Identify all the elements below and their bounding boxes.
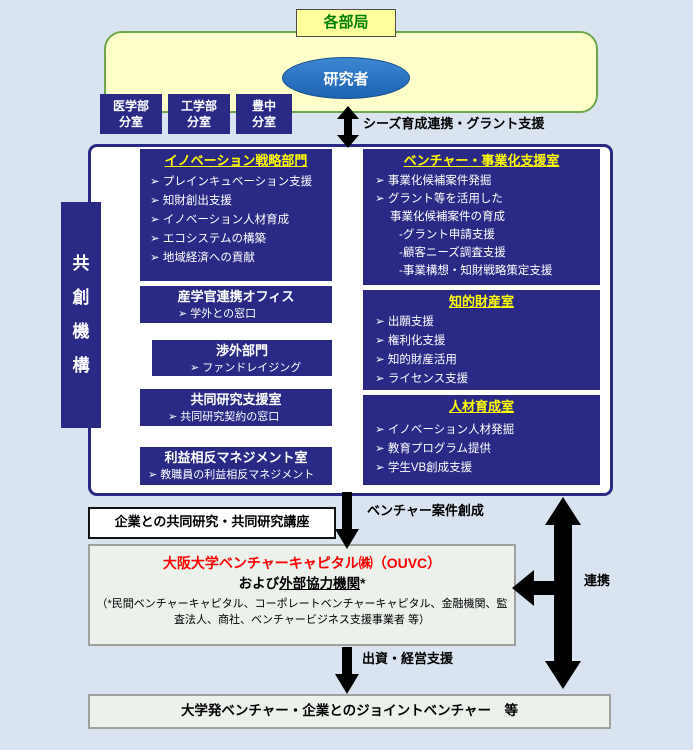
branch-office-toyonaka: 豊中 分室 <box>236 94 292 134</box>
ouvc-subtitle-asterisk: * <box>360 576 366 591</box>
unit-item: ➢ プレインキュベーション支援 <box>150 176 313 188</box>
ouvc-subtitle: および外部協力機関* <box>90 574 514 594</box>
cooperation-label: 連携 <box>584 572 610 589</box>
unit-title: 利益相反マネジメント室 <box>164 450 308 465</box>
unit-item: ➢ 共同研究契約の窓口 <box>168 411 280 423</box>
branch-office-medicine: 医学部 分室 <box>100 94 162 134</box>
unit-joint-research-support: 共同研究支援室 ➢ 共同研究契約の窓口 <box>140 389 332 426</box>
unit-intellectual-property: 知的財産室 ➢ 出願支援 ➢ 権利化支援 ➢ 知的財産活用 ➢ ライセンス支援 <box>363 290 600 390</box>
unit-title: 知的財産室 <box>448 294 514 309</box>
unit-title: 渉外部門 <box>215 343 268 358</box>
unit-title: 共同研究支援室 <box>190 392 282 407</box>
ouvc-subtitle-underlined: 外部協力機関 <box>279 576 361 591</box>
unit-item: ➢ 地域経済への貢献 <box>150 252 255 264</box>
unit-item: -顧客ニーズ調査支援 <box>399 247 506 259</box>
ouvc-link-arrow <box>512 570 566 611</box>
departments-label: 各部局 <box>296 9 396 37</box>
unit-item: ➢ 学生VB創成支援 <box>375 462 473 474</box>
ouvc-box: 大阪大学ベンチャーキャピタル㈱（OUVC） および外部協力機関* （*民間ベンチ… <box>88 544 516 646</box>
unit-item: ➢ ファンドレイジング <box>190 362 302 374</box>
unit-venture-commercialization: ベンチャー・事業化支援室 ➢ 事業化候補案件発掘 ➢ グラント等を活用した 事業… <box>363 149 600 285</box>
venture-creation-arrow <box>335 492 359 554</box>
unit-item: ➢ 教育プログラム提供 <box>375 443 491 455</box>
venture-creation-label: ベンチャー案件創成 <box>367 503 484 518</box>
unit-title: イノベーション戦略部門 <box>164 153 308 168</box>
unit-industry-liaison-office: 産学官連携オフィス ➢ 学外との窓口 <box>140 286 332 323</box>
unit-item: ➢ 知的財産活用 <box>375 354 457 366</box>
unit-item: ➢ イノベーション人材発掘 <box>375 424 515 436</box>
unit-item: -事業構想・知財戦略策定支援 <box>399 265 553 277</box>
investment-arrow <box>335 647 359 699</box>
seeds-support-label: シーズ育成連携・グラント支援 <box>363 116 545 131</box>
cooperation-arrow <box>545 497 581 694</box>
unit-title: 産学官連携オフィス <box>177 289 295 304</box>
unit-human-resource-development: 人材育成室 ➢ イノベーション人材発掘 ➢ 教育プログラム提供 ➢ 学生VB創成… <box>363 395 600 485</box>
seeds-support-arrow <box>337 106 359 153</box>
organization-name-box: 共創機構 <box>61 202 101 428</box>
unit-title: ベンチャー・事業化支援室 <box>403 153 560 168</box>
ouvc-subtitle-prefix: および <box>238 576 280 591</box>
corporate-joint-research-box: 企業との共同研究・共同研究講座 <box>88 507 336 539</box>
cooperation-label-text: 連携 <box>584 573 611 588</box>
ouvc-title: 大阪大学ベンチャーキャピタル㈱（OUVC） <box>162 555 442 571</box>
unit-item: ➢ 事業化候補案件発掘 <box>375 175 492 187</box>
unit-conflict-of-interest: 利益相反マネジメント室 ➢ 教職員の利益相反マネジメント <box>140 447 332 485</box>
organization-name: 共創機構 <box>72 254 90 375</box>
unit-innovation-strategy: イノベーション戦略部門 ➢ プレインキュベーション支援 ➢ 知財創出支援 ➢ イ… <box>140 149 332 281</box>
outcome-box: 大学発ベンチャー・企業とのジョイントベンチャー 等 <box>88 694 611 729</box>
investment-label: 出資・経営支援 <box>362 651 454 666</box>
unit-title: 人材育成室 <box>448 399 514 414</box>
unit-item: ➢ 出願支援 <box>375 316 434 328</box>
branch-office-engineering: 工学部 分室 <box>168 94 230 134</box>
unit-item: ➢ 学外との窓口 <box>178 308 257 320</box>
unit-item: ➢ 権利化支援 <box>375 335 446 347</box>
unit-item: ➢ 教職員の利益相反マネジメント <box>148 469 315 481</box>
unit-item: ➢ イノベーション人材育成 <box>150 214 290 226</box>
researcher-ellipse: 研究者 <box>282 57 410 99</box>
unit-item: ➢ グラント等を活用した 事業化候補案件の育成 <box>375 193 505 223</box>
ouvc-note: （*民間ベンチャーキャピタル、コーポレートベンチャーキャピタル、金融機関、監査法… <box>96 598 508 626</box>
unit-external-affairs: 渉外部門 ➢ ファンドレイジング <box>152 340 332 376</box>
unit-item: -グラント申請支援 <box>399 229 495 241</box>
unit-item: ➢ 知財創出支援 <box>150 195 232 207</box>
unit-item: ➢ ライセンス支援 <box>375 373 469 385</box>
unit-item: ➢ エコシステムの構築 <box>150 233 266 245</box>
